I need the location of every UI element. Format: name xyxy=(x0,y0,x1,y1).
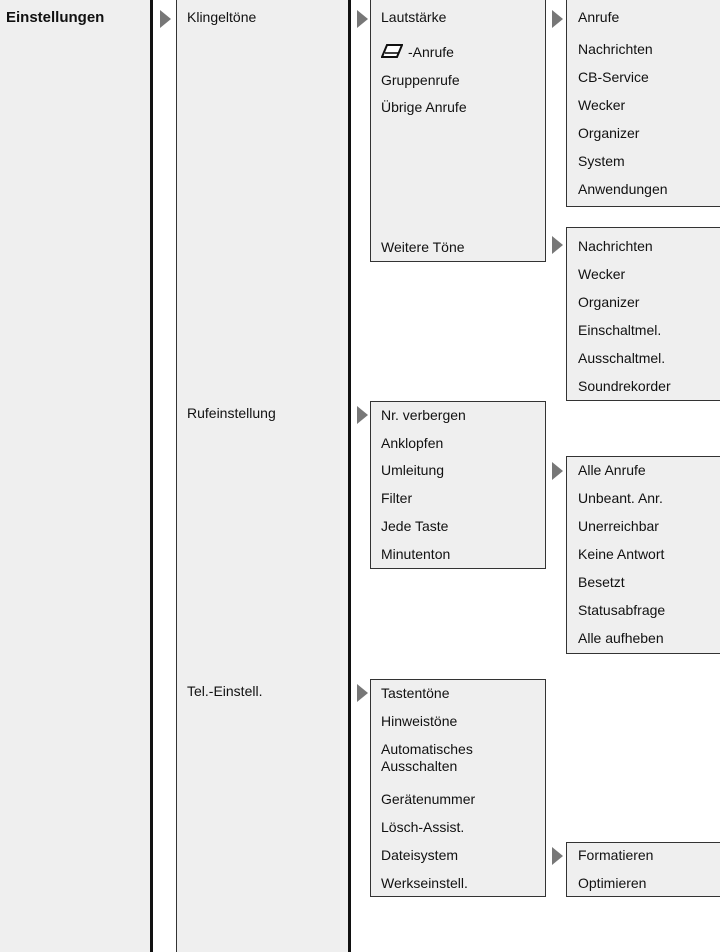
menu-item[interactable]: Formatieren xyxy=(578,847,654,863)
menu-item[interactable]: Anwendungen xyxy=(578,181,668,197)
menu-item[interactable]: Keine Antwort xyxy=(578,546,665,562)
menu-item-tastentoene[interactable]: Tastentöne xyxy=(381,685,450,701)
menu-item-rufeinstellung[interactable]: Rufeinstellung xyxy=(187,405,276,421)
menu-item[interactable]: Nachrichten xyxy=(578,238,653,254)
menu-item[interactable]: Optimieren xyxy=(578,875,647,891)
menu-arrow-icon xyxy=(357,406,368,424)
menu-item-ausschalten[interactable]: Ausschalten xyxy=(381,758,458,774)
menu-item[interactable]: Einschaltmel. xyxy=(578,322,662,338)
menu-item[interactable]: Unbeant. Anr. xyxy=(578,490,663,506)
column-divider xyxy=(348,0,351,952)
menu-arrow-icon xyxy=(552,10,563,28)
notebook-icon xyxy=(381,44,403,58)
weitere-toene-submenu xyxy=(566,227,720,401)
menu-item-automatisches[interactable]: Automatisches xyxy=(381,741,473,757)
menu-item-loesch-assist[interactable]: Lösch-Assist. xyxy=(381,819,465,835)
menu-item-teleinstell[interactable]: Tel.-Einstell. xyxy=(187,683,263,699)
menu-item-dateisystem[interactable]: Dateisystem xyxy=(381,847,459,863)
menu-item-minutenton[interactable]: Minutenton xyxy=(381,546,451,562)
menu-item[interactable]: Anrufe xyxy=(578,9,620,25)
menu-item[interactable]: Alle Anrufe xyxy=(578,462,646,478)
menu-item-filter[interactable]: Filter xyxy=(381,490,413,506)
menu-item-weitere-toene[interactable]: Weitere Töne xyxy=(381,239,465,255)
umleitung-submenu xyxy=(566,456,720,654)
menu-item[interactable]: Unerreichbar xyxy=(578,518,659,534)
menu-item-hinweistoene[interactable]: Hinweistöne xyxy=(381,713,458,729)
menu-item[interactable]: Nachrichten xyxy=(578,41,653,57)
menu-item-gruppenrufe[interactable]: Gruppenrufe xyxy=(381,72,460,88)
menu-item-jede-taste[interactable]: Jede Taste xyxy=(381,518,449,534)
klingeltoene-submenu xyxy=(370,0,546,262)
menu-arrow-icon xyxy=(552,847,563,865)
menu-item[interactable]: Organizer xyxy=(578,294,640,310)
menu-title: Einstellungen xyxy=(6,9,105,26)
menu-arrow-icon xyxy=(552,462,563,480)
menu-item[interactable]: Organizer xyxy=(578,125,640,141)
menu-item-lautstaerke[interactable]: Lautstärke xyxy=(381,9,447,25)
menu-item[interactable]: Wecker xyxy=(578,266,626,282)
menu-item[interactable]: Statusabfrage xyxy=(578,602,666,618)
dateisystem-submenu xyxy=(566,842,720,897)
teleinstell-submenu xyxy=(370,679,546,897)
column-divider xyxy=(150,0,153,952)
lautstaerke-submenu xyxy=(566,0,720,207)
menu-arrow-icon xyxy=(357,10,368,28)
menu-item-umleitung[interactable]: Umleitung xyxy=(381,462,445,478)
menu-item[interactable]: Alle aufheben xyxy=(578,630,664,646)
einstellungen-column xyxy=(0,0,152,952)
menu-item-anklopfen[interactable]: Anklopfen xyxy=(381,435,444,451)
menu-item[interactable]: Soundrekorder xyxy=(578,378,671,394)
menu-arrow-icon xyxy=(357,684,368,702)
menu-item-werkseinstell[interactable]: Werkseinstell. xyxy=(381,875,468,891)
menu-item[interactable]: Wecker xyxy=(578,97,626,113)
menu-item[interactable]: CB-Service xyxy=(578,69,649,85)
rufeinstellung-submenu xyxy=(370,401,546,569)
menu-item-notebook-anrufe[interactable]: -Anrufe xyxy=(408,44,454,60)
menu-item-klingeltoene[interactable]: Klingeltöne xyxy=(187,9,257,25)
menu-item[interactable]: System xyxy=(578,153,625,169)
menu-item-uebrige-anrufe[interactable]: Übrige Anrufe xyxy=(381,99,467,115)
menu-item-geraetenummer[interactable]: Gerätenummer xyxy=(381,791,476,807)
menu-item-nr-verbergen[interactable]: Nr. verbergen xyxy=(381,407,466,423)
menu-arrow-icon xyxy=(160,10,171,28)
menu-item[interactable]: Ausschaltmel. xyxy=(578,350,666,366)
menu-arrow-icon xyxy=(552,236,563,254)
menu-item[interactable]: Besetzt xyxy=(578,574,625,590)
level1-column xyxy=(176,0,350,952)
